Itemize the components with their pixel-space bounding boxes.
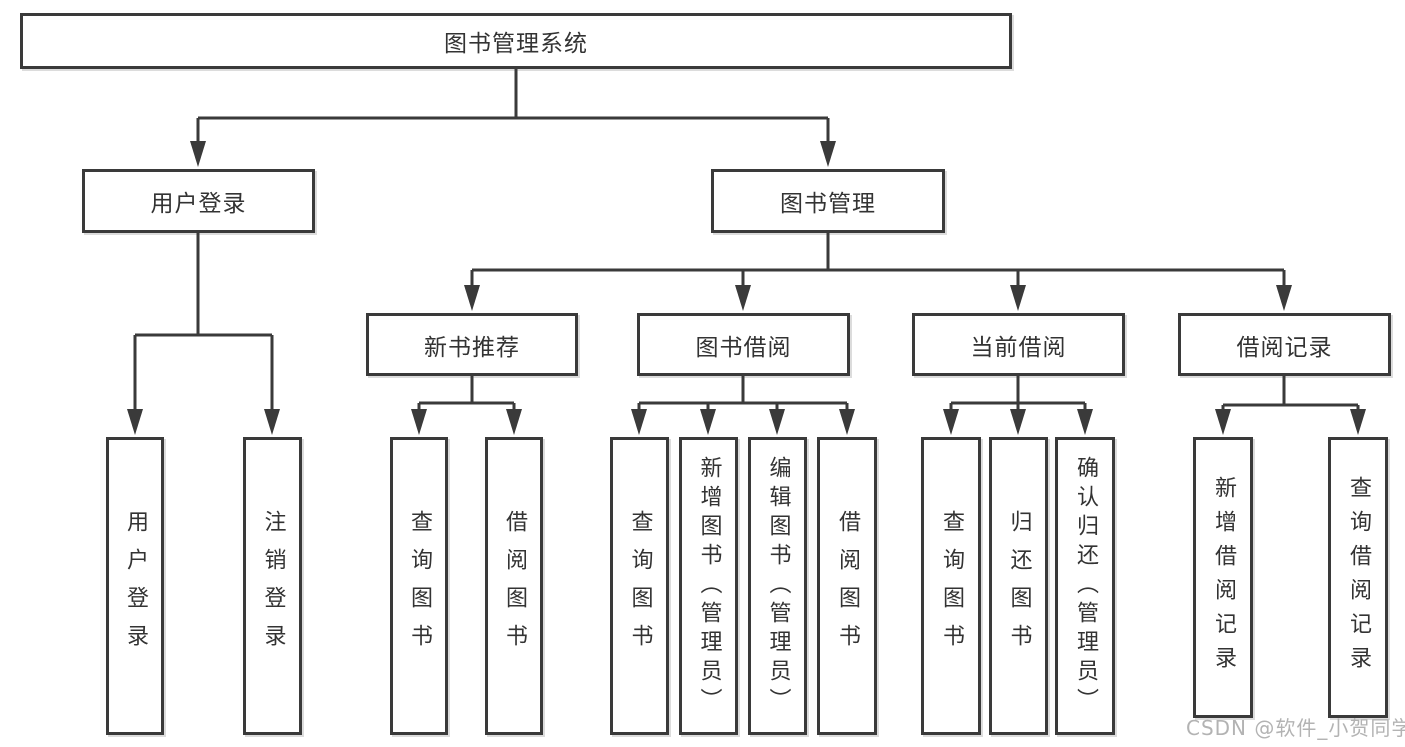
leaf-user-login-label: 用户登录 xyxy=(123,510,148,662)
leaf-query-books-2-label: 查询图书 xyxy=(627,510,653,662)
node-book-borrowing-label: 图书借阅 xyxy=(695,334,792,361)
leaf-query-books-1-label: 查询图书 xyxy=(407,510,432,662)
leaf-add-books-admin: 新增图书（管理员） xyxy=(679,437,738,735)
leaf-logout: 注销登录 xyxy=(243,437,302,735)
node-library-system: 图书管理系统 xyxy=(20,13,1012,69)
leaf-query-books-3-label: 查询图书 xyxy=(939,510,964,662)
node-user-login: 用户登录 xyxy=(82,169,315,233)
leaf-query-borrow-record: 查询借阅记录 xyxy=(1328,437,1388,718)
leaf-logout-label: 注销登录 xyxy=(260,510,286,662)
leaf-return-books: 归还图书 xyxy=(989,437,1048,735)
leaf-query-borrow-record-label: 查询借阅记录 xyxy=(1346,475,1371,680)
leaf-borrow-books-1: 借阅图书 xyxy=(485,437,543,735)
node-borrowing-records-label: 借阅记录 xyxy=(1236,334,1333,361)
node-user-login-label: 用户登录 xyxy=(150,191,247,217)
leaf-add-books-admin-label: 新增图书（管理员） xyxy=(696,455,722,717)
node-new-book-recommendation-label: 新书推荐 xyxy=(424,334,520,361)
node-book-management: 图书管理 xyxy=(711,169,945,233)
leaf-query-books-1: 查询图书 xyxy=(390,437,448,735)
node-borrowing-records: 借阅记录 xyxy=(1178,313,1391,376)
leaf-return-books-label: 归还图书 xyxy=(1006,510,1032,662)
node-current-borrowing-label: 当前借阅 xyxy=(970,334,1067,361)
leaf-borrow-books-1-label: 借阅图书 xyxy=(502,510,527,662)
node-library-system-label: 图书管理系统 xyxy=(444,31,588,57)
node-current-borrowing: 当前借阅 xyxy=(912,313,1125,376)
node-book-management-label: 图书管理 xyxy=(780,191,876,217)
node-new-book-recommendation: 新书推荐 xyxy=(366,313,578,376)
leaf-user-login: 用户登录 xyxy=(106,437,164,735)
leaf-query-books-2: 查询图书 xyxy=(610,437,669,735)
leaf-borrow-books-2-label: 借阅图书 xyxy=(835,510,860,662)
leaf-query-books-3: 查询图书 xyxy=(921,437,981,735)
watermark-text: CSDN @软件_小贺同学 xyxy=(1186,716,1405,740)
leaf-borrow-books-2: 借阅图书 xyxy=(817,437,877,735)
leaf-edit-books-admin: 编辑图书（管理员） xyxy=(748,437,807,735)
leaf-edit-books-admin-label: 编辑图书（管理员） xyxy=(765,455,791,717)
leaf-confirm-return-admin-label: 确认归还（管理员） xyxy=(1073,455,1098,717)
node-book-borrowing: 图书借阅 xyxy=(637,313,850,376)
leaf-add-borrow-record-label: 新增借阅记录 xyxy=(1211,475,1236,680)
leaf-add-borrow-record: 新增借阅记录 xyxy=(1193,437,1253,718)
leaf-confirm-return-admin: 确认归还（管理员） xyxy=(1055,437,1115,735)
